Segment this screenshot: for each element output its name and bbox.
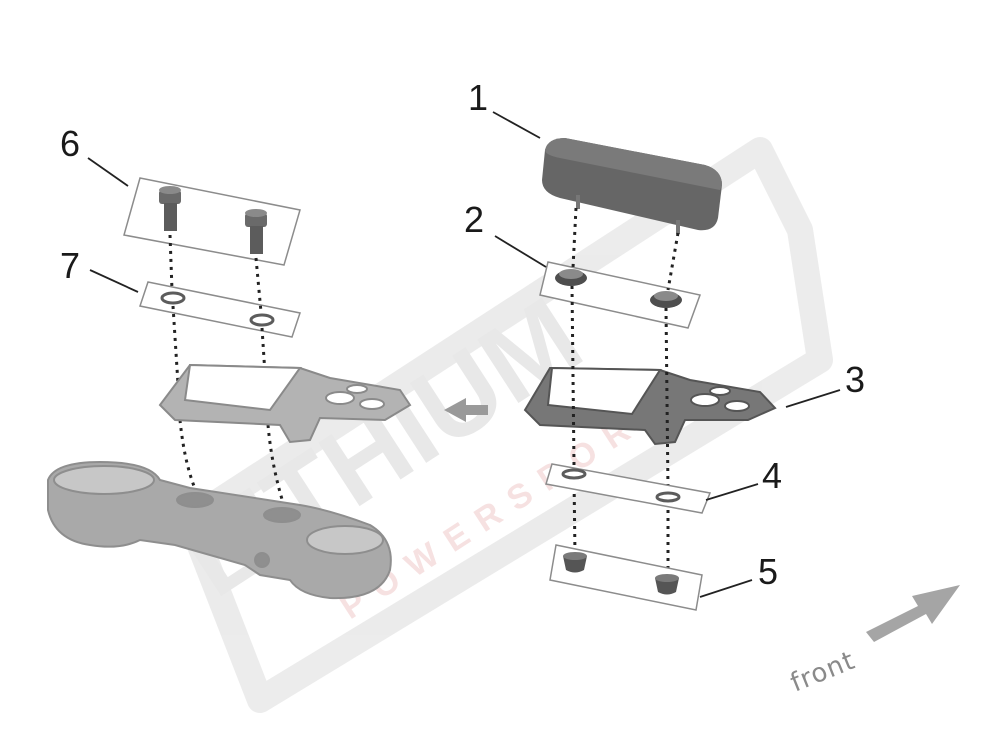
leader-line-2 (494, 235, 547, 268)
grommet-left (555, 269, 587, 286)
leader-line-1 (492, 111, 541, 139)
callout-6: 6 (60, 123, 80, 164)
grommet-right (650, 291, 682, 308)
leader-line-6 (87, 157, 129, 187)
direction-arrow-left-icon (444, 398, 488, 422)
mount-bracket (523, 366, 777, 446)
callout-5: 5 (758, 551, 778, 592)
socket-bolt-right (245, 209, 267, 254)
guide-lines-right (570, 207, 680, 575)
callout-4: 4 (762, 455, 782, 496)
nut-left (563, 552, 587, 573)
washer-right (249, 313, 275, 327)
leader-line-5 (699, 579, 753, 598)
leader-line-3 (785, 389, 841, 408)
callout-3: 3 (845, 359, 865, 400)
callout-1: 1 (468, 77, 488, 118)
lower-washer-right (655, 491, 681, 503)
triple-clamp (47, 460, 392, 600)
leader-line-4 (705, 483, 759, 501)
leader-line-7 (89, 269, 139, 293)
lower-washer-left (561, 468, 587, 480)
washer-left (160, 291, 186, 305)
socket-bolt-left (159, 186, 181, 231)
leader-lines (87, 111, 841, 598)
front-indicator: front (786, 585, 960, 698)
washer-group-frame (139, 281, 301, 338)
bolt-group-frame (123, 177, 301, 266)
callout-7: 7 (60, 245, 80, 286)
display-unit (542, 138, 722, 234)
nut-right (655, 574, 679, 595)
callout-2: 2 (464, 199, 484, 240)
front-label: front (786, 646, 859, 699)
front-arrow-icon (866, 585, 960, 642)
mount-bracket-ghost (158, 363, 412, 444)
